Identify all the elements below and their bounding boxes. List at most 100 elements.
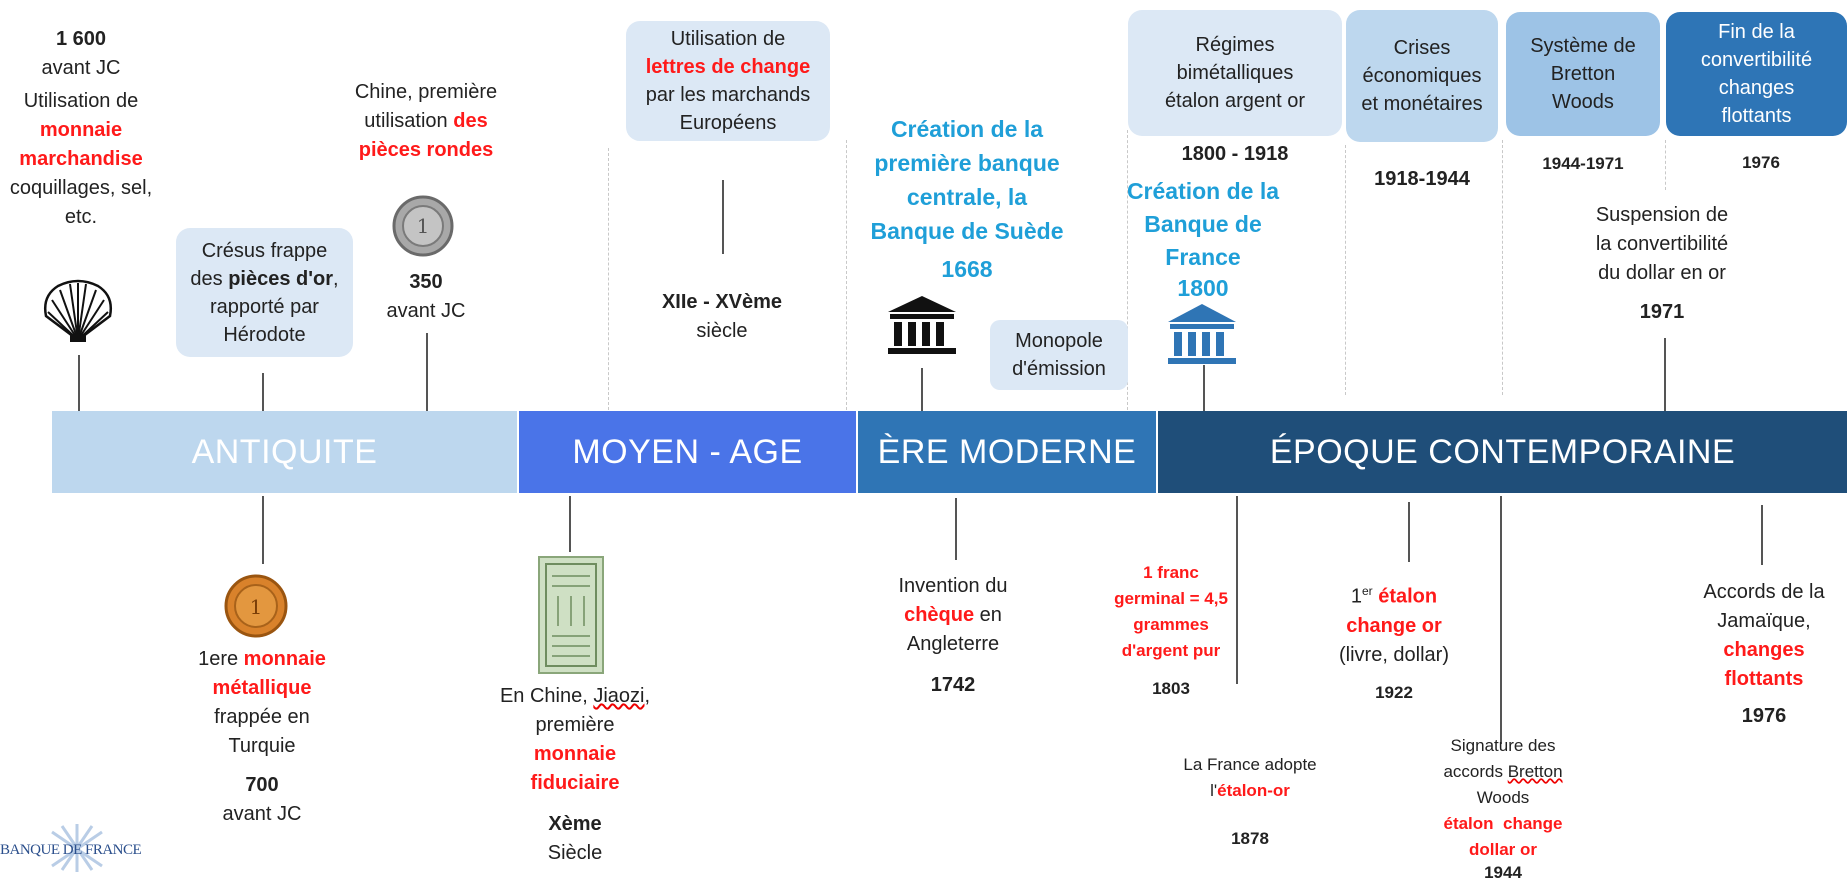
event-text: Angleterre: [906, 633, 1000, 655]
event-text: 1ere: [198, 648, 244, 670]
event-year: 1944: [1484, 863, 1522, 882]
event-text: (livre, dollar): [1338, 643, 1450, 666]
separator: [608, 148, 609, 410]
event-text: l': [1210, 781, 1218, 800]
period-text: convertibilité: [1700, 49, 1813, 71]
event-year: 1971: [1639, 301, 1685, 323]
event-cresus-box: Crésus frappe des pièces d'or, rapporté …: [176, 228, 353, 357]
event-highlight: monnaie: [243, 648, 326, 670]
period-fin-convertibilite-box: Fin de la convertibilité changes flottan…: [1666, 12, 1847, 136]
event-highlight: étalon-or: [1217, 781, 1290, 800]
event-text: Turquie: [228, 735, 296, 757]
event-text: Jiaozi: [593, 685, 645, 707]
event-highlight: monnaie: [533, 743, 617, 765]
banknote-icon: [538, 556, 604, 674]
event-highlight: d'argent pur: [1121, 641, 1221, 660]
event-highlight: pièces rondes: [358, 139, 494, 161]
event-cheque: Invention du chèque en Angleterre 1742: [870, 572, 1036, 700]
period-text: bimétalliques: [1176, 62, 1294, 84]
event-monopole-box: Monopole d'émission: [990, 320, 1128, 390]
event-highlight: étalon change: [1443, 814, 1563, 833]
event-banque-de-suede: Création de la première banque centrale,…: [862, 112, 1072, 286]
event-text: er: [1361, 584, 1373, 598]
era-moyen-age: MOYEN - AGE: [519, 411, 856, 493]
event-highlight: grammes: [1133, 615, 1209, 634]
event-text: rapporté par: [210, 295, 319, 318]
period-bretton-woods-box: Système de Bretton Woods: [1506, 12, 1660, 136]
event-text: Européens: [679, 112, 777, 134]
era-label: ANTIQUITE: [191, 432, 378, 471]
event-highlight: 1 franc: [1143, 563, 1199, 582]
period-text: Woods: [1552, 91, 1614, 113]
event-highlight: fiduciaire: [530, 772, 620, 794]
era-label: MOYEN - AGE: [572, 432, 803, 471]
event-text: Suspension de: [1595, 204, 1729, 226]
connector-line: [1664, 338, 1666, 411]
event-text: Création de la: [1126, 178, 1280, 204]
connector-line: [921, 368, 923, 411]
event-etalon-or: La France adopte l'étalon-or 1878: [1160, 752, 1340, 852]
event-lettres-de-change-box: Utilisation de lettres de change par les…: [626, 21, 830, 141]
event-highlight: métallique: [212, 677, 312, 699]
event-year: 1 600: [55, 28, 107, 50]
separator: [1665, 140, 1666, 190]
event-highlight: change or: [1346, 614, 1442, 637]
gold-coin-icon: 1: [224, 574, 288, 638]
event-year: XIIe - XVème: [661, 291, 783, 313]
event-text: des: [190, 267, 229, 290]
event-highlight: pièces d'or: [228, 267, 334, 290]
event-signature-bretton-woods: Signature des accords Bretton Woods étal…: [1418, 733, 1588, 883]
event-text: Invention du: [898, 575, 1008, 597]
period-crises-dates: 1918-1944: [1374, 168, 1470, 190]
event-text: En Chine,: [499, 685, 594, 707]
event-text: Utilisation de: [23, 90, 139, 112]
event-highlight: lettres de change: [645, 56, 811, 78]
event-year: 1803: [1152, 679, 1190, 698]
event-highlight: flottants: [1724, 668, 1804, 690]
period-text: Régimes: [1195, 34, 1275, 56]
event-text: Crésus frappe: [201, 239, 328, 262]
event-text: ,: [333, 267, 339, 290]
event-text: Bretton: [1507, 762, 1563, 781]
connector-line: [1203, 365, 1205, 411]
bank-icon: [888, 296, 956, 354]
connector-line: [722, 180, 724, 254]
event-highlight: germinal = 4,5: [1114, 589, 1228, 608]
event-year: 350: [409, 271, 443, 293]
period-bimetalliques-dates: 1800 - 1918: [1181, 143, 1289, 165]
event-year-sub: Siècle: [547, 842, 603, 864]
event-text: par les marchands: [645, 84, 811, 106]
connector-line: [1408, 502, 1410, 562]
event-text: première: [535, 714, 615, 736]
event-highlight: changes: [1723, 639, 1805, 661]
period-text: étalon argent or: [1164, 90, 1306, 112]
period-text: Bretton: [1550, 63, 1616, 85]
event-text: coquillages, sel, etc.: [9, 177, 153, 228]
event-text: première banque: [874, 150, 1060, 176]
banque-de-france-logo: BANQUE DE FRANCE: [0, 824, 150, 876]
logo-text: BANQUE DE FRANCE: [0, 842, 142, 858]
event-text: Monopole: [1015, 330, 1103, 352]
event-year-sub: avant JC: [41, 57, 121, 79]
event-year-sub: avant JC: [222, 803, 302, 825]
event-year-sub: avant JC: [386, 300, 466, 322]
period-bimetalliques-box: Régimes bimétalliques étalon argent or: [1128, 10, 1342, 136]
event-pieces-rondes-date: 350 avant JC: [366, 268, 486, 326]
period-crises-box: Crises économiques et monétaires: [1346, 10, 1498, 142]
event-highlight: monnaie marchandise: [19, 119, 143, 170]
separator: [846, 140, 847, 410]
event-year: 1922: [1375, 682, 1413, 702]
event-banque-de-france: Création de la Banque de France 1800: [1112, 175, 1294, 302]
event-suspension: Suspension de la convertibilité du dolla…: [1552, 201, 1772, 327]
silver-coin-icon: 1: [392, 195, 454, 257]
event-highlight: dollar or: [1468, 840, 1537, 859]
event-year: 1668: [941, 256, 993, 282]
event-text: frappée en: [214, 706, 310, 728]
event-text: Hérodote: [223, 323, 306, 346]
event-text: accords: [1443, 762, 1508, 781]
event-text: Banque de: [1144, 211, 1262, 237]
logo-mark-icon: [51, 824, 103, 872]
event-monnaie-marchandise: 1 600 avant JC Utilisation de monnaie ma…: [0, 25, 162, 232]
period-text: et monétaires: [1361, 93, 1483, 115]
event-text: Signature des: [1450, 736, 1556, 755]
